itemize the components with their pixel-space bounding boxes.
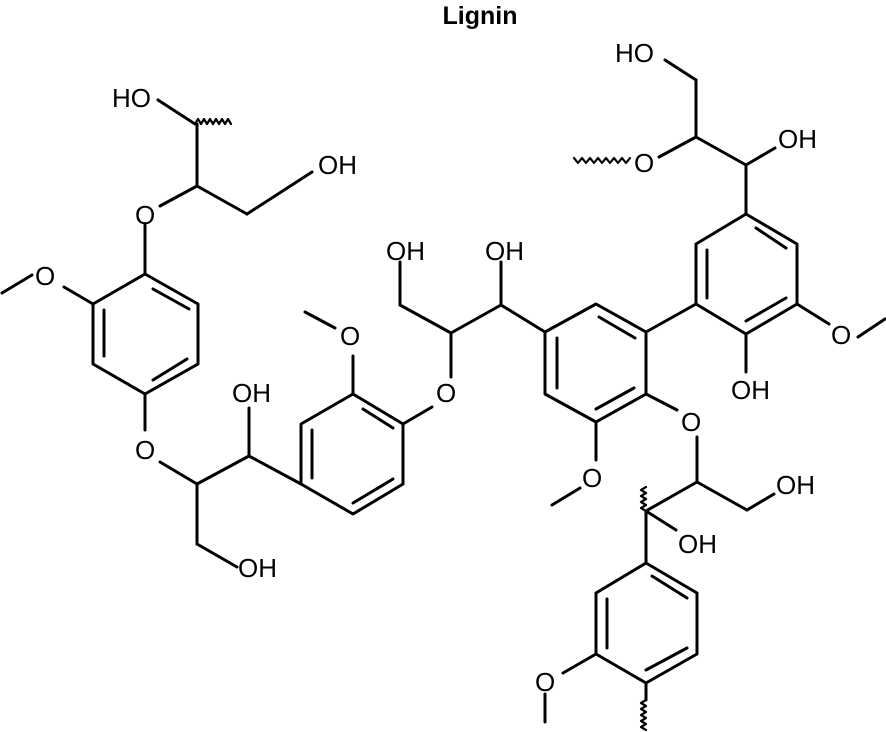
bond — [247, 454, 303, 486]
bond — [156, 98, 197, 126]
bond — [62, 285, 95, 306]
bond — [499, 303, 547, 334]
hydroxyl-label: OH — [778, 124, 817, 154]
left-upper-aromatic-ring — [91, 272, 200, 396]
hydroxyl-label: OH — [678, 529, 717, 559]
methoxy-oxygen-label: O — [35, 261, 55, 291]
ring-double-bond — [151, 357, 189, 382]
bond — [195, 542, 239, 569]
bond — [195, 454, 251, 486]
hydroxyl-label: OH — [386, 236, 425, 266]
bond — [695, 480, 749, 512]
ether-oxygen-label: O — [135, 200, 155, 230]
methoxy-oxygen-label: O — [582, 463, 602, 493]
upper-right-aromatic-ring — [694, 212, 799, 336]
ring-double-bond — [650, 574, 689, 600]
ether-oxygen-label: O — [681, 407, 701, 437]
wavy-bond — [572, 156, 632, 165]
wavy-bond — [193, 117, 233, 126]
bond — [644, 480, 699, 513]
bond — [195, 184, 249, 216]
bond — [245, 170, 314, 216]
bond — [644, 509, 678, 532]
bond — [644, 392, 679, 412]
ring-double-bond — [351, 477, 395, 505]
ether-oxygen-label: O — [436, 378, 456, 408]
diagram-title: Lignin — [443, 2, 518, 30]
hydroxyl-label: OH — [318, 150, 357, 180]
ring-double-bond — [644, 646, 689, 672]
bond — [550, 486, 582, 507]
ring-double-bond — [151, 287, 191, 311]
bottom-aromatic-ring — [594, 561, 699, 685]
bond — [0, 273, 34, 295]
hydroxyl-label: OH — [485, 236, 524, 266]
bond — [795, 302, 831, 326]
ring-double-bond — [744, 296, 788, 323]
ether-oxygen-label: O — [135, 435, 155, 465]
bond — [745, 492, 776, 512]
hydroxyl-label: OH — [731, 375, 770, 405]
bond — [856, 317, 886, 339]
ether-oxygen-label: O — [634, 148, 654, 178]
ring-double-bond — [754, 226, 788, 250]
wavy-bond — [639, 698, 648, 732]
bond — [158, 184, 199, 208]
hydroxyl-label: OH — [232, 378, 271, 408]
bond — [663, 58, 698, 82]
ring-double-bond — [361, 407, 395, 430]
bond — [449, 303, 503, 335]
biaryl-bond — [644, 302, 698, 334]
ring-double-bond — [597, 315, 637, 340]
bond — [694, 135, 748, 167]
wavy-bond — [639, 485, 648, 513]
left-middle-aromatic-ring — [299, 392, 405, 516]
methoxy-oxygen-label: O — [340, 321, 360, 351]
bond — [744, 146, 777, 167]
hydroxyl-label: OH — [776, 470, 815, 500]
methoxy-oxygen-label: O — [831, 320, 851, 350]
hydroxyl-label: HO — [615, 38, 654, 68]
bond — [303, 310, 337, 330]
bond — [561, 652, 598, 675]
central-aromatic-ring — [543, 302, 648, 424]
bond — [401, 405, 434, 426]
ring-double-bond — [594, 386, 636, 411]
methoxy-oxygen-label: O — [535, 667, 555, 697]
bond — [398, 303, 453, 335]
hydroxyl-label: OH — [238, 553, 277, 583]
bond — [657, 135, 698, 159]
bond — [158, 460, 199, 486]
hydroxyl-label: HO — [112, 83, 151, 113]
